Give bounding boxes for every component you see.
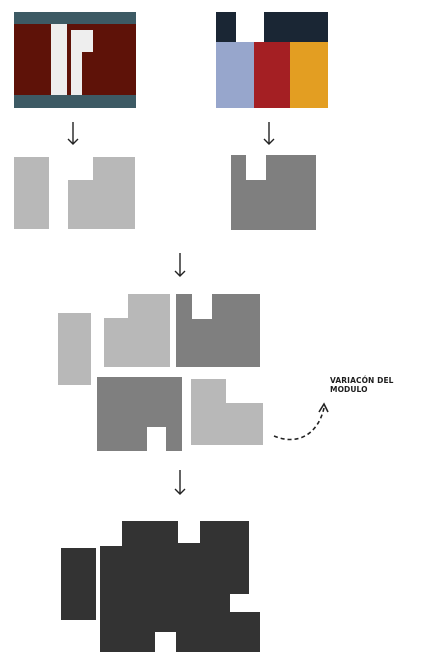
- source-image-left: [14, 12, 136, 108]
- annotation-line-1: VARIACÓN DEL: [330, 376, 394, 385]
- arranged-l-shape: [104, 294, 170, 367]
- final-bar: [61, 548, 96, 620]
- arranged-bar: [58, 313, 91, 385]
- down-arrow-3: [174, 470, 186, 495]
- extracted-module-bar: [14, 157, 49, 229]
- extracted-module-l-shape: [68, 157, 135, 229]
- down-arrow-left-1: [67, 122, 79, 145]
- final-merged-form: [61, 521, 260, 652]
- arranged-modules: [58, 294, 263, 451]
- arranged-notched-bottom: [97, 377, 182, 451]
- arranged-l-shape-rotated: [191, 379, 263, 445]
- final-main-mass: [100, 521, 260, 652]
- arranged-notched-top: [176, 294, 260, 367]
- down-arrow-2: [174, 253, 186, 277]
- dashed-curved-arrow: [273, 402, 329, 441]
- variation-annotation: VARIACÓN DEL MODULO: [330, 376, 420, 394]
- down-arrow-right-1: [263, 122, 275, 145]
- annotation-line-2: MODULO: [330, 385, 368, 394]
- extracted-module-notched: [231, 155, 316, 230]
- source-image-right: [216, 12, 328, 108]
